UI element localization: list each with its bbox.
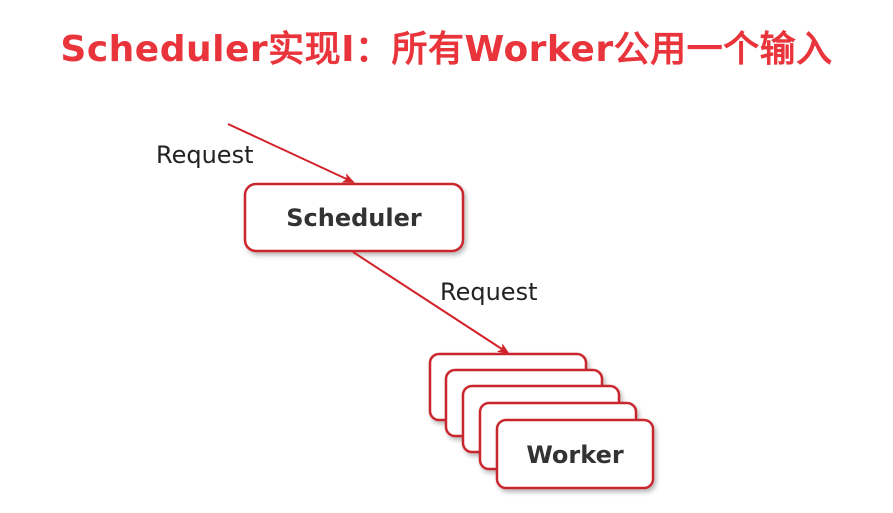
incoming-request-arrow xyxy=(227,123,355,183)
incoming-request-label: Request xyxy=(156,141,254,169)
slide-title: Scheduler实现I：所有Worker公用一个输入 xyxy=(60,29,833,70)
worker-stack: Worker xyxy=(428,352,655,490)
outgoing-request-arrow xyxy=(352,251,510,355)
worker-label: Worker xyxy=(526,441,624,469)
scheduler-label: Scheduler xyxy=(286,204,422,232)
worker-box-1 xyxy=(495,418,655,490)
scheduler-box: Scheduler xyxy=(243,182,465,253)
outgoing-request-label: Request xyxy=(440,278,538,306)
